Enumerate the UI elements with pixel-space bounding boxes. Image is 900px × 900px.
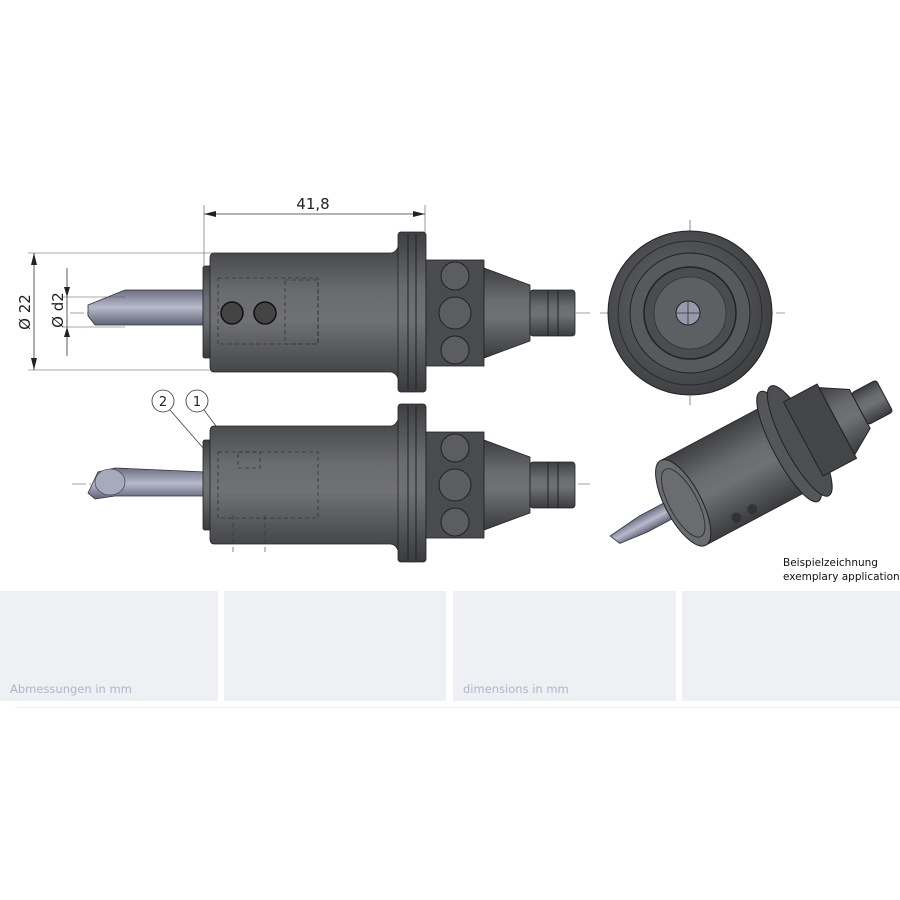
dimension-length: 41,8 bbox=[203, 195, 426, 270]
dimension-length-label: 41,8 bbox=[296, 195, 329, 213]
side-view-top bbox=[70, 231, 590, 393]
callout-2: 2 bbox=[151, 389, 205, 450]
front-view bbox=[600, 220, 785, 405]
dimension-diameter-outer-label: Ø 22 bbox=[16, 294, 34, 330]
dimension-diameter-tool-label: Ø d2 bbox=[49, 292, 67, 328]
holder-body bbox=[209, 411, 401, 559]
info-panel-2 bbox=[224, 591, 446, 701]
svg-text:1: 1 bbox=[193, 395, 201, 410]
info-panel-1: Abmessungen in mm bbox=[0, 591, 218, 701]
isometric-view bbox=[609, 380, 893, 547]
dimension-diameter-tool: Ø d2 bbox=[49, 268, 125, 356]
side-view-bottom bbox=[72, 403, 590, 563]
caption-english: exemplary application bbox=[783, 571, 900, 583]
caption-german: Beispielzeichnung bbox=[783, 557, 878, 569]
info-panel-4 bbox=[682, 591, 900, 701]
divider bbox=[15, 707, 900, 708]
info-panel-3: dimensions in mm bbox=[453, 591, 676, 701]
screw-icon bbox=[253, 301, 277, 325]
dimension-diameter-outer: Ø 22 bbox=[16, 252, 214, 371]
svg-text:2: 2 bbox=[159, 395, 167, 410]
panel-label-english: dimensions in mm bbox=[463, 682, 569, 696]
callout-1: 1 bbox=[185, 389, 217, 427]
boring-tool bbox=[87, 289, 206, 326]
screw-icon bbox=[220, 301, 244, 325]
panel-label-german: Abmessungen in mm bbox=[10, 682, 132, 696]
